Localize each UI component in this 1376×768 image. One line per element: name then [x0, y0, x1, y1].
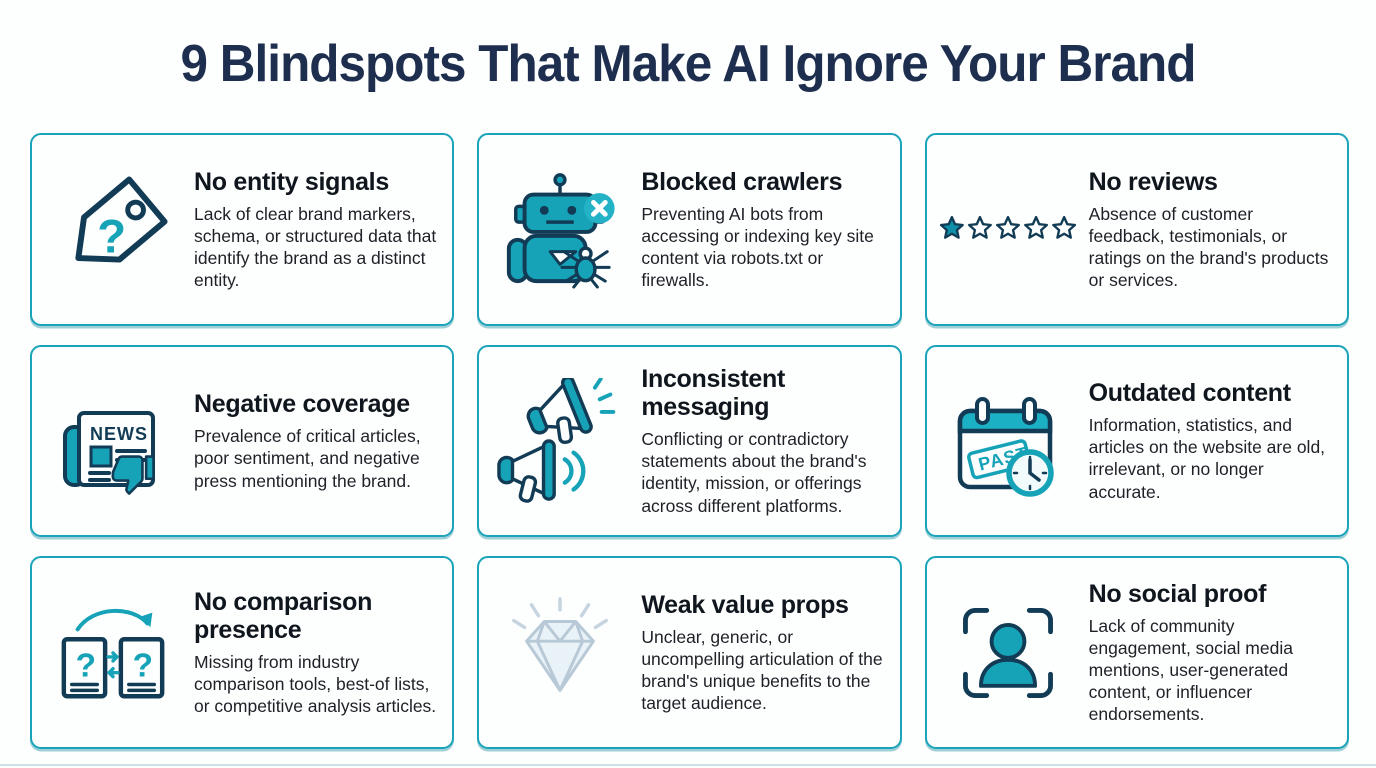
card-description: Unclear, generic, or uncompelling articu… — [641, 627, 883, 714]
card-description: Lack of clear brand markers, schema, or … — [194, 203, 437, 290]
card-description: Conflicting or contradictory statements … — [641, 429, 867, 516]
tag-question-icon: ? — [32, 170, 194, 288]
megaphones-icon — [479, 377, 641, 504]
svg-text:?: ? — [97, 211, 126, 264]
news-thumbs-down-icon: NEWS — [32, 381, 194, 501]
card-outdated-content: PAST Outdated content Information, stati… — [924, 344, 1349, 538]
card-inconsistent-messaging: Inconsistent messaging Conflicting or co… — [477, 344, 902, 538]
card-title: Weak value props — [641, 591, 849, 620]
svg-text:?: ? — [76, 647, 96, 684]
past-calendar-clock-icon: PAST — [927, 381, 1089, 501]
card-description: Information, statistics, and articles on… — [1088, 415, 1326, 502]
social-profile-frame-icon — [927, 595, 1089, 711]
card-title: Inconsistent messaging — [641, 365, 785, 422]
card-weak-value-props: Weak value props Unclear, generic, or un… — [477, 556, 902, 749]
card-no-reviews: No reviews Absence of customer feedback,… — [924, 133, 1349, 326]
card-title: Negative coverage — [194, 390, 410, 419]
card-no-entity-signals: ? No entity signals Lack of clear brand … — [30, 133, 455, 326]
bottom-divider-line — [0, 764, 1376, 766]
card-title: No reviews — [1088, 167, 1218, 196]
card-title: Blocked crawlers — [641, 167, 843, 196]
card-description: Absence of customer feedback, testimonia… — [1088, 203, 1329, 290]
svg-text:NEWS: NEWS — [90, 424, 148, 444]
card-description: Preventing AI bots from accessing or ind… — [641, 203, 874, 290]
card-title: No social proof — [1088, 580, 1267, 609]
faded-diamond-icon — [479, 594, 641, 712]
card-no-social-proof: No social proof Lack of community engage… — [924, 556, 1349, 749]
card-description: Missing from industry comparison tools, … — [194, 652, 437, 717]
card-no-comparison-presence: ? ? No comparison presence Missing from … — [30, 556, 455, 749]
cards-grid: ? No entity signals Lack of clear brand … — [30, 133, 1349, 749]
card-title: Outdated content — [1088, 379, 1291, 408]
card-title: No entity signals — [194, 167, 389, 196]
card-description: Prevalence of critical articles, poor se… — [194, 426, 421, 491]
page-title: 9 Blindspots That Make AI Ignore Your Br… — [180, 35, 1197, 93]
comparison-documents-icon: ? ? — [32, 594, 194, 712]
card-negative-coverage: NEWS Negative coverage Prevalence of cri… — [30, 344, 455, 538]
card-description: Lack of community engagement, social med… — [1088, 616, 1293, 725]
blocked-robot-crawler-icon — [479, 169, 641, 289]
svg-text:?: ? — [133, 647, 153, 684]
card-blocked-crawlers: Blocked crawlers Preventing AI bots from… — [477, 133, 902, 326]
card-title: No comparison presence — [194, 588, 373, 645]
one-star-rating-icon — [927, 215, 1089, 243]
